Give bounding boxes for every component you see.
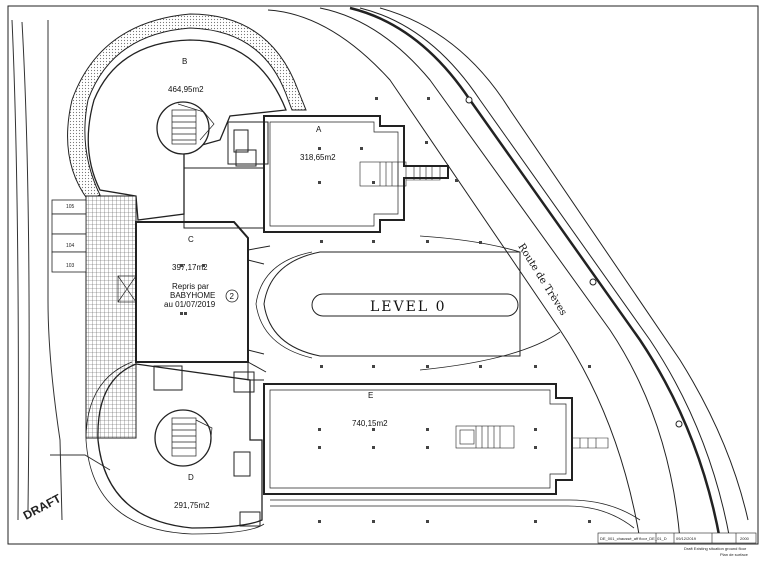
title-block-sheet: 2000 [740, 536, 750, 541]
building-b-area: 464,95m2 [168, 85, 204, 94]
level-label-box [311, 293, 519, 317]
courtyard [263, 251, 521, 357]
stair-core-d [154, 409, 212, 467]
stairs-b [171, 103, 215, 145]
building-c-marker: 2 [230, 292, 235, 301]
building-c-marker-circle [225, 289, 239, 303]
curved-wall-b [67, 13, 307, 201]
building-d-area: 291,75m2 [174, 501, 210, 510]
side-rooms: 105 104 103 [51, 199, 87, 273]
building-b-outline [87, 39, 287, 221]
building-e-outline [263, 383, 573, 495]
road [267, 6, 749, 541]
title-block: DE_001_chaussé_aff floor_DE_01_D 09/12/2… [597, 532, 757, 557]
columns-a [318, 147, 375, 184]
columns-e [318, 428, 537, 449]
title-block-line2: Plan de surface [720, 552, 749, 557]
road-lamps [465, 96, 683, 428]
site-markers [318, 97, 591, 523]
building-b-letter: B [182, 57, 187, 66]
connectors [247, 245, 271, 381]
building-c-note-3: au 01/07/2019 [164, 300, 216, 309]
building-c-note-1: Repris par [172, 282, 209, 291]
stairs-a [359, 161, 441, 187]
building-e-area: 740,15m2 [352, 419, 388, 428]
level-label: LEVEL 0 [370, 299, 447, 315]
title-block-date: 09/12/2019 [676, 536, 697, 541]
building-c-area: 397,17m2 [172, 263, 208, 272]
title-block-code: DE_001_chaussé_aff floor_DE_01_D [600, 536, 667, 541]
building-c-outline [135, 221, 249, 363]
road-label: Route de Trèves [515, 242, 568, 318]
stairs-e [455, 425, 609, 449]
building-d-outline [97, 363, 263, 529]
side-room-104: 104 [66, 243, 75, 249]
draft-watermark: DRAFT [21, 491, 64, 523]
building-d-letter: D [188, 473, 194, 482]
side-room-105: 105 [66, 204, 75, 210]
building-c-letter: C [188, 235, 194, 244]
building-a-letter: A [316, 125, 322, 134]
link-block-de [153, 365, 261, 527]
building-c-note-2: BABYHOME [170, 291, 215, 300]
side-room-103: 103 [66, 263, 75, 269]
left-site-boundary [11, 19, 111, 521]
stairs-c [117, 275, 137, 303]
columns-c [180, 264, 205, 315]
title-block-line1: Draft Existing situation ground floor [684, 546, 747, 551]
gridded-walkway [85, 195, 137, 439]
building-a-area: 318,65m2 [300, 153, 336, 162]
building-e-letter: E [368, 391, 373, 400]
building-a-outline [263, 115, 449, 233]
drawing-frame [7, 5, 759, 545]
stairs-d [171, 417, 213, 457]
